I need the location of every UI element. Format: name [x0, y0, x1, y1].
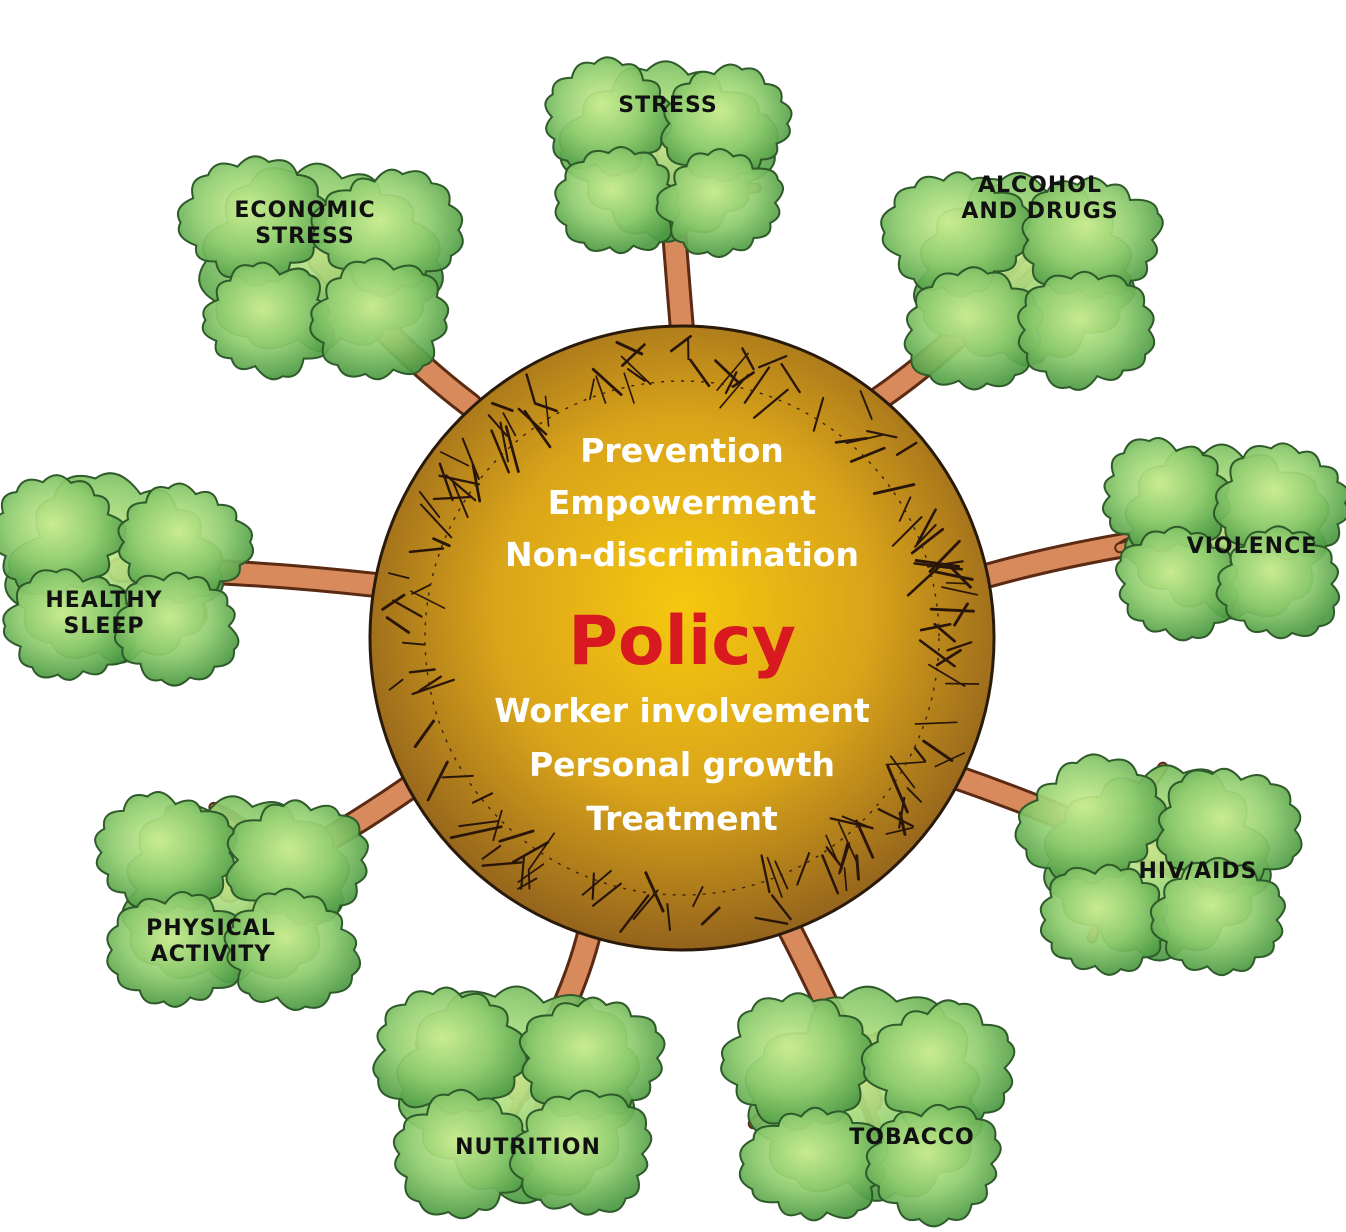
tree-label-alcohol-and-drugs: ALCOHOL [978, 173, 1102, 198]
value-prevention: Prevention [580, 431, 783, 470]
tree-label-economic-stress: STRESS [255, 224, 355, 249]
tree-label-tobacco: TOBACCO [849, 1125, 975, 1150]
foliage-nutrition [373, 986, 664, 1218]
tree-label-physical-activity: PHYSICAL [146, 916, 276, 941]
value-worker-involvement: Worker involvement [494, 691, 870, 730]
value-non-discrimination: Non-discrimination [505, 535, 859, 574]
foliage-cluster [866, 1105, 1001, 1227]
value-empowerment: Empowerment [548, 483, 817, 522]
tree-label-nutrition: NUTRITION [455, 1135, 601, 1160]
foliage-healthy-sleep [0, 473, 253, 685]
foliage-cluster [1018, 272, 1154, 390]
foliage-economic-stress [178, 156, 463, 379]
root-strand [931, 609, 973, 611]
tree-label-physical-activity: ACTIVITY [151, 942, 272, 967]
root-strand [857, 856, 859, 880]
tree-label-economic-stress: ECONOMIC [234, 198, 375, 223]
tree-label-alcohol-and-drugs: AND DRUGS [961, 199, 1118, 224]
value-personal-growth: Personal growth [529, 745, 835, 784]
root-strand [529, 870, 530, 889]
root-strand [947, 583, 967, 584]
tree-label-hiv-aids: HIV/AIDS [1139, 859, 1258, 884]
foliage-stress [545, 57, 791, 257]
value-treatment: Treatment [586, 799, 778, 838]
foliage-tobacco [721, 987, 1014, 1227]
policy-title: Policy [568, 602, 796, 681]
tree-label-stress: STRESS [618, 93, 718, 118]
root-strand [593, 874, 594, 899]
tree-label-healthy-sleep: HEALTHY [45, 588, 162, 613]
tree-label-violence: VIOLENCE [1187, 534, 1318, 559]
foliage-physical-activity [95, 792, 368, 1010]
tree-label-healthy-sleep: SLEEP [63, 614, 144, 639]
